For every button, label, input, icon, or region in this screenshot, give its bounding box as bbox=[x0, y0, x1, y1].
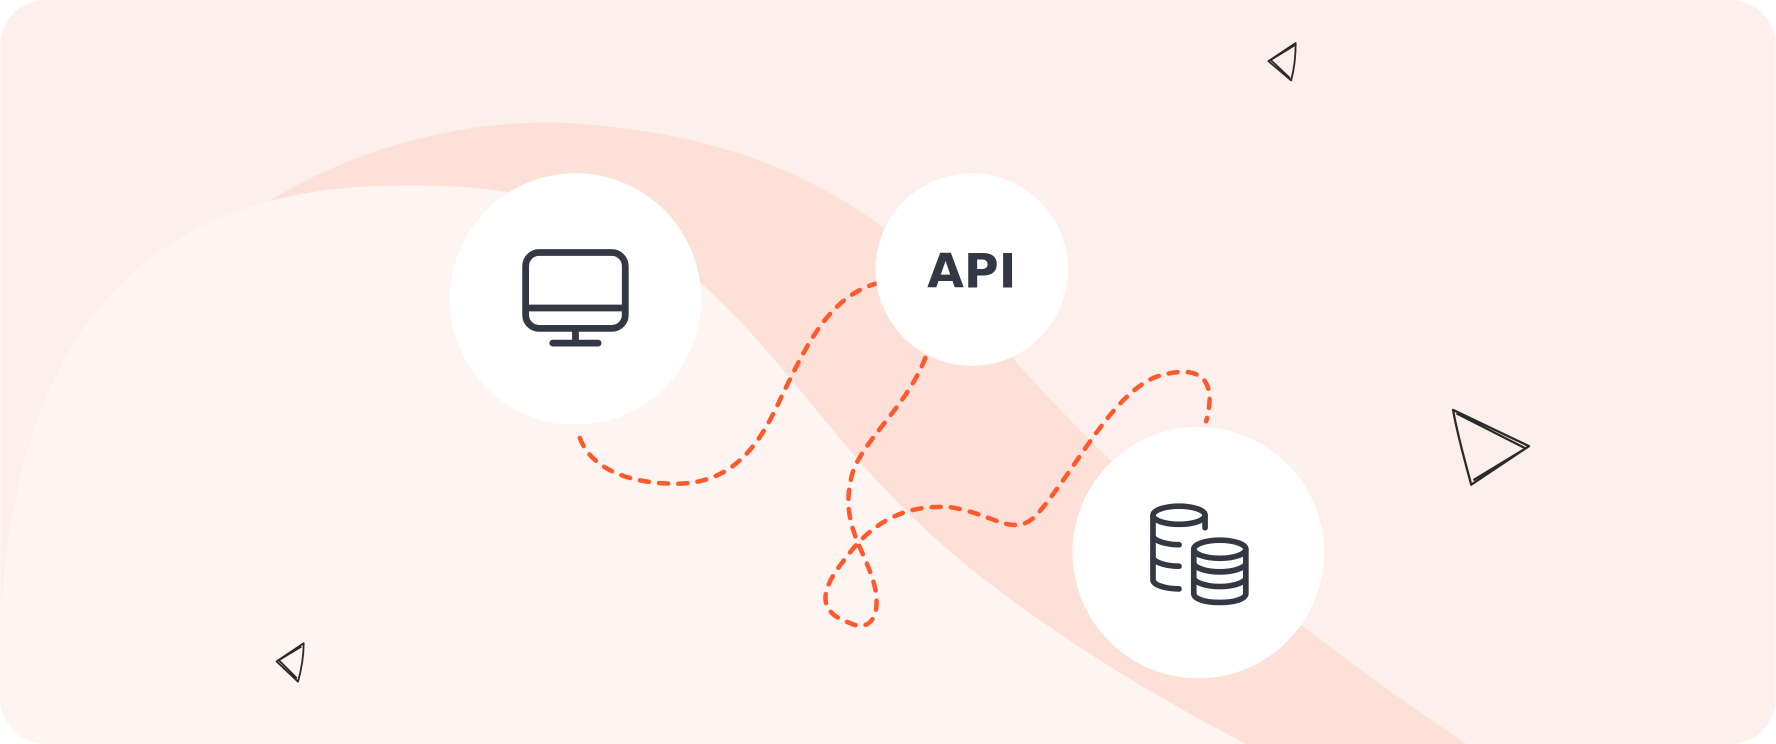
api-node[interactable]: API bbox=[875, 173, 1069, 366]
connector-api-to-client bbox=[575, 280, 881, 486]
decorative-triangle-bottom bbox=[275, 642, 305, 683]
decorative-triangle-right bbox=[1451, 408, 1531, 486]
database-node[interactable] bbox=[1072, 426, 1324, 679]
api-label: API bbox=[927, 245, 1016, 300]
decorative-triangle-top bbox=[1267, 42, 1297, 82]
background-inner bbox=[0, 185, 1246, 744]
connector-api-to-database bbox=[823, 355, 1212, 628]
monitor-icon bbox=[522, 249, 629, 347]
database-icon bbox=[1150, 503, 1249, 606]
client-node[interactable] bbox=[449, 173, 702, 425]
